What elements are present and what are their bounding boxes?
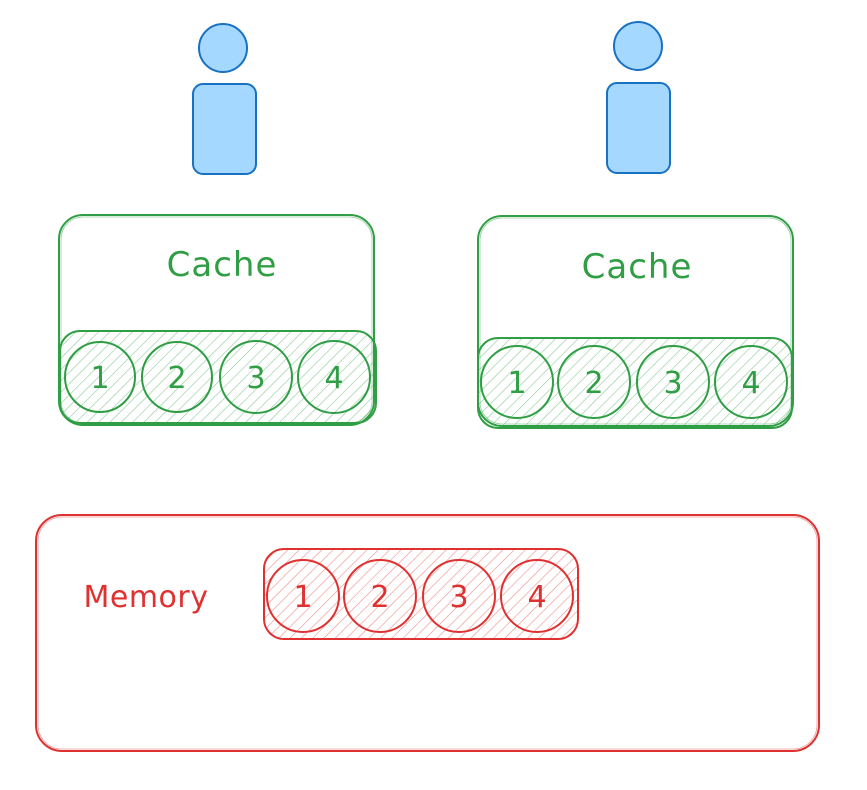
cache-2-line xyxy=(477,337,793,429)
memory-cell-4-label: 4 xyxy=(527,580,546,615)
memory-cell-1-label: 1 xyxy=(293,580,312,615)
memory-cell-2 xyxy=(343,559,417,633)
cache-1-cell-2-label: 2 xyxy=(167,361,186,396)
cache-1-title: Cache xyxy=(167,245,278,285)
cache-2-cell-4-label: 4 xyxy=(741,366,760,401)
memory-cell-1 xyxy=(266,559,340,633)
memory-cell-2-label: 2 xyxy=(370,580,389,615)
cache-2: Cache 1 2 3 4 xyxy=(477,215,794,429)
user-2-body xyxy=(606,82,671,174)
user-icon xyxy=(606,21,671,174)
memory-cell-4 xyxy=(500,559,574,633)
cache-2-cell-2-label: 2 xyxy=(584,366,603,401)
memory-box xyxy=(35,514,820,752)
cache-2-cell-4 xyxy=(714,345,788,419)
cache-2-cell-1-label: 1 xyxy=(507,366,526,401)
user-2-head xyxy=(613,21,663,71)
cache-2-cell-1 xyxy=(480,345,554,419)
cache-2-cell-3 xyxy=(636,345,710,419)
cache-1-cell-3-label: 3 xyxy=(246,361,265,396)
cache-1-cell-1 xyxy=(64,341,136,413)
cache-1: Cache 1 2 3 4 xyxy=(58,214,377,426)
user-icon xyxy=(192,23,257,175)
cache-1-cell-3 xyxy=(219,340,293,414)
cache-1-line xyxy=(59,330,377,424)
memory: Memory 1 2 3 4 xyxy=(35,514,820,752)
memory-line xyxy=(263,548,579,640)
cache-2-cell-2 xyxy=(557,345,631,419)
memory-cell-3 xyxy=(422,559,496,633)
user-1-head xyxy=(198,23,248,73)
memory-title: Memory xyxy=(83,580,208,615)
user-1 xyxy=(192,23,257,175)
cache-1-cell-4-label: 4 xyxy=(324,361,343,396)
user-2 xyxy=(606,21,671,174)
memory-cell-3-label: 3 xyxy=(449,580,468,615)
cache-2-title: Cache xyxy=(582,247,693,287)
cache-1-cell-1-label: 1 xyxy=(90,361,109,396)
cache-1-cell-2 xyxy=(141,341,213,413)
user-1-body xyxy=(192,83,257,175)
cache-1-cell-4 xyxy=(297,340,371,414)
cache-1-box xyxy=(58,214,375,426)
cache-2-cell-3-label: 3 xyxy=(663,366,682,401)
